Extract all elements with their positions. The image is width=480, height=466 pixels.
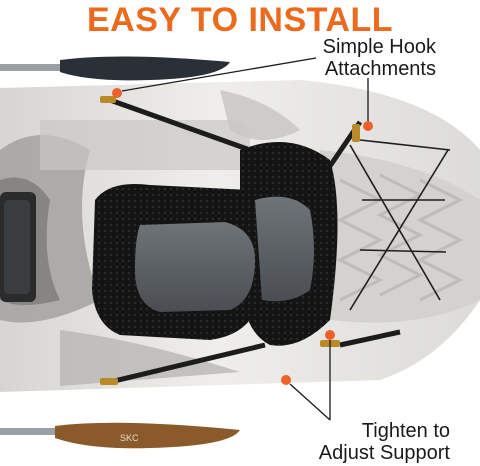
callout-lines: [121, 57, 369, 421]
callout-attachments: Simple Hook Attachments: [323, 36, 436, 80]
callout-tighten-line2: Adjust Support: [318, 442, 450, 464]
deck-hatch: [0, 192, 36, 302]
hook-clips: [100, 96, 360, 385]
callout-tighten: Tighten to Adjust Support: [319, 420, 450, 464]
paddle-bottom: SKC: [0, 422, 240, 449]
kayak-seat: [92, 142, 338, 346]
headline: EASY TO INSTALL: [87, 1, 393, 39]
callout-markers: [112, 88, 373, 385]
callout-attachments-line2: Attachments: [324, 58, 436, 80]
callout-tighten-line1: Tighten to: [361, 420, 450, 442]
paddle-top: [0, 56, 230, 81]
callout-attachments-line1: Simple Hook: [322, 36, 436, 58]
paddle-logo: SKC: [120, 433, 139, 443]
